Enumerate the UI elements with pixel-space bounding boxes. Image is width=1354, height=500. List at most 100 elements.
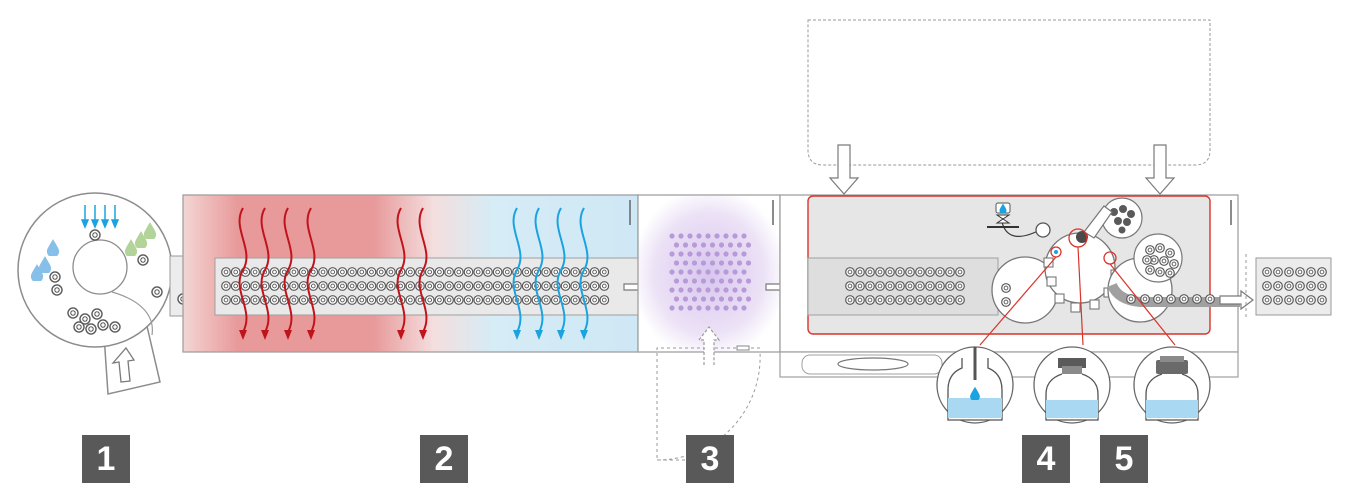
wave-arrow [306, 207, 316, 333]
wave-arrow [512, 207, 522, 333]
vial-ring [1155, 243, 1165, 253]
wave-arrow [238, 207, 248, 333]
vial-ring [875, 281, 885, 291]
uv-dot [718, 242, 725, 248]
uv-dot [669, 251, 675, 257]
uv-dot [673, 278, 680, 284]
vial-ring [599, 267, 610, 277]
vial-ring [405, 295, 416, 305]
vial-ring [473, 295, 484, 305]
uv-dot [727, 296, 734, 302]
uv-dot [718, 296, 725, 302]
vial-ring [570, 281, 581, 291]
uv-dot [732, 305, 738, 311]
vial-ring [1306, 267, 1316, 277]
uv-dot [682, 296, 689, 302]
vial-ring [502, 295, 513, 305]
uv-dot [718, 278, 725, 284]
vial-ring [502, 267, 513, 277]
vial-ring [1159, 256, 1169, 266]
vial-ring [1205, 294, 1215, 304]
vial-ring [895, 295, 905, 305]
uv-dot [709, 242, 716, 248]
vial-ring [541, 281, 551, 291]
cool-arrows [512, 207, 589, 340]
heat-arrows [238, 207, 428, 340]
vial-ring [337, 281, 348, 291]
rotary-table-hub [72, 239, 128, 295]
vial-ring [589, 281, 600, 291]
uv-dot [687, 287, 693, 293]
valve-icon [995, 214, 1011, 224]
wash-spray-arrows [80, 205, 120, 229]
door-swing [656, 347, 761, 461]
vial-ring [347, 295, 357, 305]
uv-dot [709, 296, 716, 302]
wave-arrow [579, 207, 589, 333]
vial-ring [1295, 267, 1305, 277]
uv-station [637, 194, 796, 461]
uv-dot [714, 269, 720, 275]
uv-dot [682, 260, 689, 266]
vial-ring [1317, 267, 1327, 277]
vial-ring [356, 295, 367, 305]
vial-ring [541, 295, 551, 305]
vial-ring [885, 295, 895, 305]
vial-ring [463, 267, 474, 277]
vial-ring [1145, 245, 1155, 255]
uv-dot [678, 305, 684, 311]
uv-dot [705, 305, 711, 311]
vial-ring [492, 267, 503, 277]
vial-ring [925, 281, 935, 291]
uv-dot [736, 278, 743, 284]
vial-ring [289, 295, 299, 305]
vial-ring [337, 267, 348, 277]
vial-ring [386, 267, 396, 277]
wave-arrow [260, 207, 270, 333]
vial-ring [865, 281, 875, 291]
uv-dot [673, 296, 680, 302]
uv-dot [718, 260, 725, 266]
wave-arrow [418, 207, 428, 333]
sterilization-tunnel [182, 194, 654, 353]
arrowhead [557, 330, 565, 340]
uv-dot [705, 269, 711, 275]
vial-ring [289, 281, 299, 291]
uv-dot [673, 242, 680, 248]
vial-ring [453, 281, 464, 291]
vial-ring [855, 267, 865, 277]
uv-dot [705, 251, 711, 257]
step-badge-3: 3 [686, 435, 734, 483]
vial-ring [405, 281, 416, 291]
vial-ring [366, 281, 377, 291]
uv-dot [723, 269, 729, 275]
uv-dot [714, 251, 720, 257]
vial-ring [250, 281, 260, 291]
wave-arrow [396, 207, 406, 333]
arrowhead [284, 330, 292, 340]
uv-dot [732, 269, 738, 275]
vial-ring [376, 295, 387, 305]
uv-dot [709, 260, 716, 266]
vial-ring [589, 267, 600, 277]
uv-dot [745, 278, 752, 284]
vial-ring [250, 267, 260, 277]
vial-ring [327, 295, 338, 305]
vial-ring [1153, 294, 1163, 304]
down-arrow-icon [828, 144, 860, 195]
vial-ring [875, 267, 885, 277]
vial-ring [250, 295, 260, 305]
vial-ring [570, 267, 581, 277]
vial-ring [386, 295, 396, 305]
vial-ring [453, 267, 464, 277]
wave-arrow [534, 207, 544, 333]
flow-arrow-icon [1219, 289, 1254, 311]
vial-ring [483, 281, 493, 291]
arrowhead [513, 330, 521, 340]
vial-ring [875, 295, 885, 305]
vial-ring [541, 267, 551, 277]
vial-ring [444, 267, 454, 277]
vial-ring [473, 267, 484, 277]
vial-ring [356, 267, 367, 277]
